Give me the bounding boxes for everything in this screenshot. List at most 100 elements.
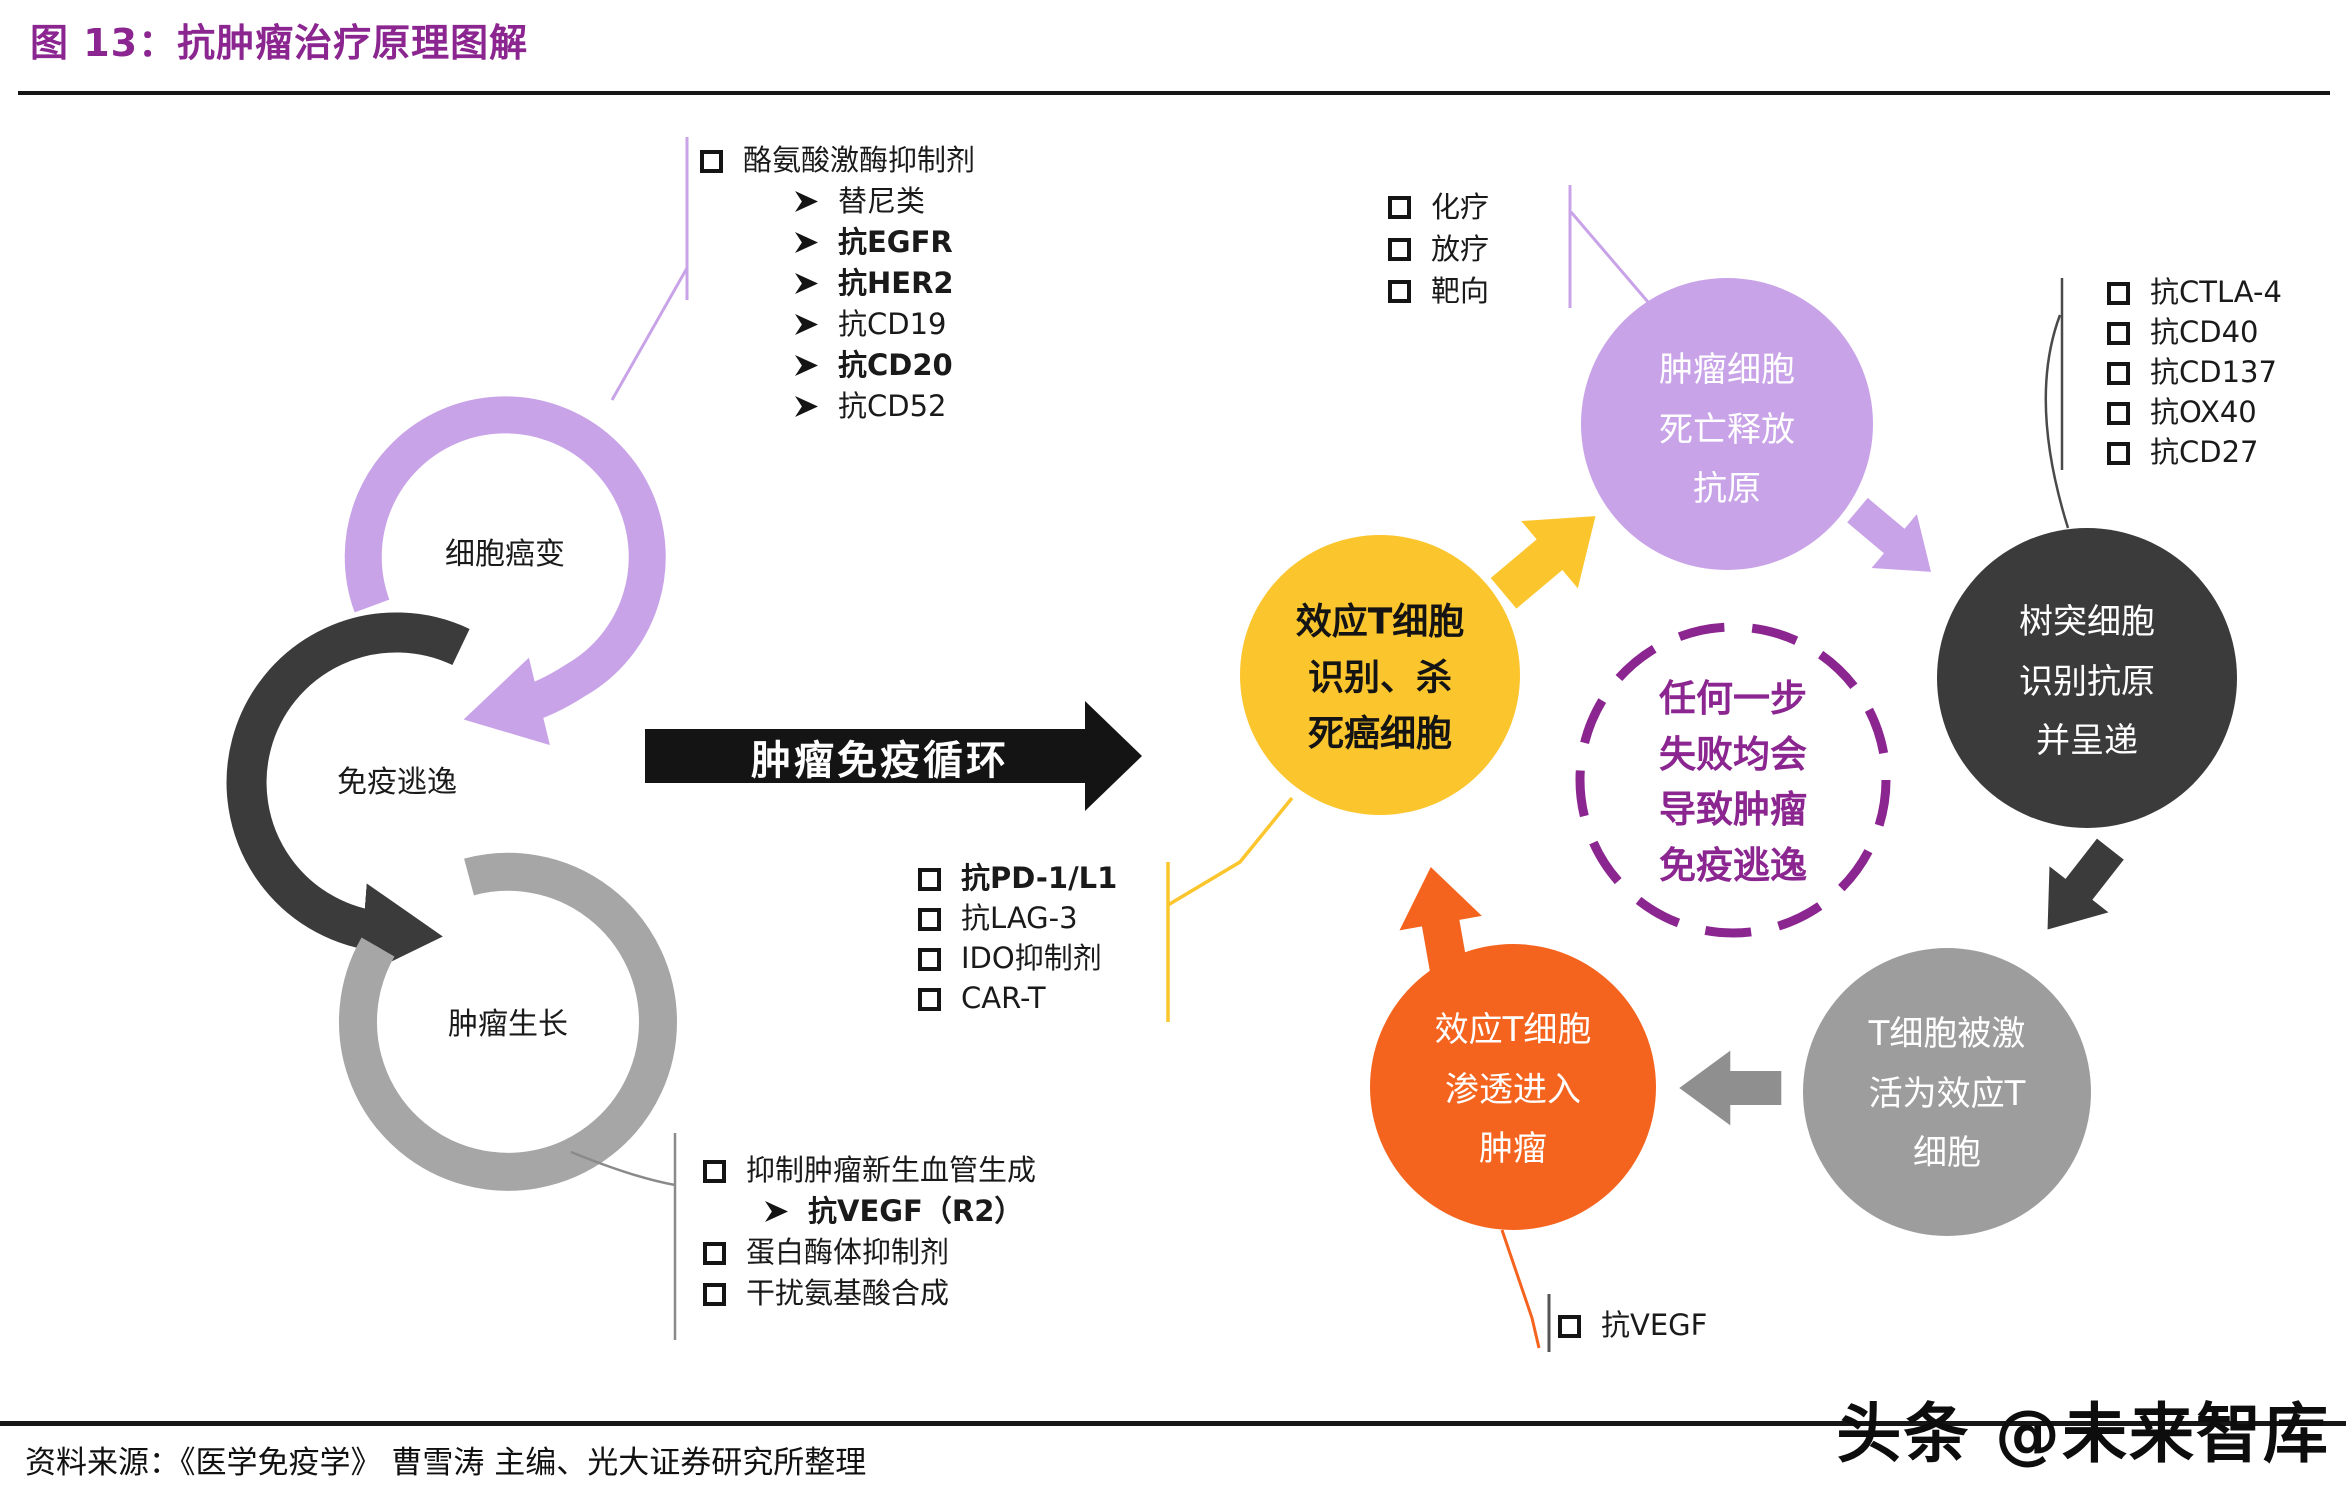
arrow-dendritic-to-tactivated	[2047, 838, 2124, 930]
square-bullet-icon	[2107, 402, 2130, 425]
list-item: 抗VEGF（R2）	[765, 1191, 1036, 1232]
list-item: 替尼类	[795, 181, 975, 222]
list-tyrosine-kinase-inhibitors: 酪氨酸激酶抑制剂替尼类抗EGFR 抗HER2 抗CD19 抗CD20 抗CD52	[700, 140, 975, 427]
list-item-label: 抗OX40	[2150, 395, 2257, 429]
square-bullet-icon	[700, 150, 723, 173]
list-conventional-therapy: 化疗放疗靶向	[1388, 186, 1489, 312]
list-item-label: 抗VEGF	[1601, 1308, 1708, 1342]
main-cycle-arrow	[645, 701, 1142, 811]
list-anti-angiogenesis: 抑制肿瘤新生血管生成抗VEGF（R2） 蛋白酶体抑制剂干扰氨基酸合成	[703, 1150, 1036, 1314]
square-bullet-icon	[2107, 322, 2130, 345]
list-item: 抗CD40	[2107, 312, 2282, 352]
label-center-warning: 任何一步 失败均会 导致肿瘤 免疫逃逸	[1659, 677, 1807, 887]
list-item: 抗CD20	[795, 345, 975, 386]
node-t-activated	[1803, 948, 2091, 1236]
list-item: 抗CD27	[2107, 432, 2282, 472]
connector-checkpoint-list	[1166, 796, 1294, 1022]
square-bullet-icon	[918, 868, 941, 891]
arrow-bullet-icon	[795, 273, 818, 294]
list-anti-vegf: 抗VEGF	[1558, 1305, 1707, 1346]
list-item-label: 抗CTLA-4	[2150, 275, 2282, 309]
list-item: 放疗	[1388, 228, 1489, 270]
arrow-bullet-icon	[795, 314, 818, 335]
label-tumor-death: 肿瘤细胞 死亡释放 抗原	[1659, 349, 1795, 509]
list-item: IDO抑制剂	[918, 938, 1117, 978]
node-tumor-death	[1581, 278, 1873, 570]
list-item-label: 化疗	[1431, 190, 1490, 224]
arrow-bullet-icon	[795, 232, 818, 253]
page-title: 图 13：抗肿瘤治疗原理图解	[30, 21, 529, 65]
label-cell-canceration: 细胞癌变	[445, 537, 565, 572]
arrow-bullet-icon	[765, 1201, 788, 1222]
list-item: 抗HER2	[795, 263, 975, 304]
label-tumor-immunity-cycle: 肿瘤免疫循环	[751, 738, 1009, 784]
list-item-label: 抗CD20	[838, 348, 953, 382]
list-item-label: 蛋白酶体抑制剂	[746, 1235, 950, 1269]
list-item: CAR-T	[918, 978, 1117, 1018]
ring-immune-escape	[226, 612, 470, 978]
square-bullet-icon	[918, 988, 941, 1011]
list-item-label: 抗CD52	[838, 389, 947, 423]
source-note: 资料来源：《医学免疫学》 曹雪涛 主编、光大证券研究所整理	[25, 1445, 867, 1481]
list-item: 靶向	[1388, 270, 1489, 312]
list-item-label: 干扰氨基酸合成	[746, 1276, 950, 1310]
square-bullet-icon	[2107, 442, 2130, 465]
square-bullet-icon	[703, 1283, 726, 1306]
connector-vegf-label	[1500, 1229, 1541, 1349]
arrow-tumordeath-to-dendritic	[1847, 497, 1931, 572]
label-tumor-growth: 肿瘤生长	[448, 1007, 568, 1042]
list-item-label: 抗EGFR	[838, 225, 953, 259]
arrow-bullet-icon	[795, 355, 818, 376]
square-bullet-icon	[703, 1160, 726, 1183]
square-bullet-icon	[918, 948, 941, 971]
square-bullet-icon	[1388, 238, 1411, 261]
ring-cell-canceration	[344, 396, 666, 746]
watermark: 头条 @未来智库	[1836, 1397, 2330, 1472]
square-bullet-icon	[2107, 282, 2130, 305]
list-item: 抗PD-1/L1	[918, 858, 1117, 898]
list-item-label: 抗LAG-3	[961, 901, 1078, 935]
list-item-label: 抗CD19	[838, 307, 947, 341]
list-item: 抗VEGF	[1558, 1305, 1707, 1346]
list-item: 干扰氨基酸合成	[703, 1273, 1036, 1314]
label-effector-kill: 效应T细胞 识别、杀 死癌细胞	[1295, 601, 1465, 754]
dashed-warning-circle	[1575, 622, 1891, 938]
arrow-effector-to-tumordeath	[1490, 516, 1596, 609]
square-bullet-icon	[703, 1242, 726, 1265]
label-dendritic: 树突细胞 识别抗原 并呈递	[2019, 601, 2155, 761]
list-item: 抗CD19	[795, 304, 975, 345]
arrow-bullet-icon	[795, 396, 818, 417]
arrow-bullet-icon	[795, 191, 818, 212]
list-item: 抗CD52	[795, 386, 975, 427]
list-item-label: 抑制肿瘤新生血管生成	[746, 1153, 1037, 1187]
list-item-label: 抗VEGF（R2）	[808, 1194, 1024, 1228]
list-item-label: 抗CD40	[2150, 315, 2259, 349]
connector-costim-list	[2044, 278, 2070, 529]
node-effector-kill	[1240, 535, 1520, 815]
ring-tumor-growth	[339, 852, 677, 1191]
arrow-infiltrate-to-effector	[1399, 866, 1482, 983]
connector-therapy-list	[1568, 185, 1650, 308]
list-item: 抗CD137	[2107, 352, 2282, 392]
list-item: 抗CTLA-4	[2107, 272, 2282, 312]
list-item-label: 抗CD137	[2150, 355, 2277, 389]
list-item-label: 放疗	[1431, 232, 1490, 266]
footer-divider	[0, 1421, 2346, 1426]
square-bullet-icon	[1558, 1315, 1581, 1338]
list-item-label: IDO抑制剂	[961, 941, 1102, 975]
list-item: 酪氨酸激酶抑制剂	[700, 140, 975, 181]
list-item-label: 抗HER2	[838, 266, 954, 300]
square-bullet-icon	[1388, 280, 1411, 303]
connector-tki-list	[610, 137, 689, 401]
list-item: 化疗	[1388, 186, 1489, 228]
list-item: 抗OX40	[2107, 392, 2282, 432]
list-item: 抗EGFR	[795, 222, 975, 263]
square-bullet-icon	[2107, 362, 2130, 385]
square-bullet-icon	[918, 908, 941, 931]
list-item-label: 酪氨酸激酶抑制剂	[743, 143, 976, 177]
list-item: 蛋白酶体抑制剂	[703, 1232, 1036, 1273]
list-item: 抗LAG-3	[918, 898, 1117, 938]
